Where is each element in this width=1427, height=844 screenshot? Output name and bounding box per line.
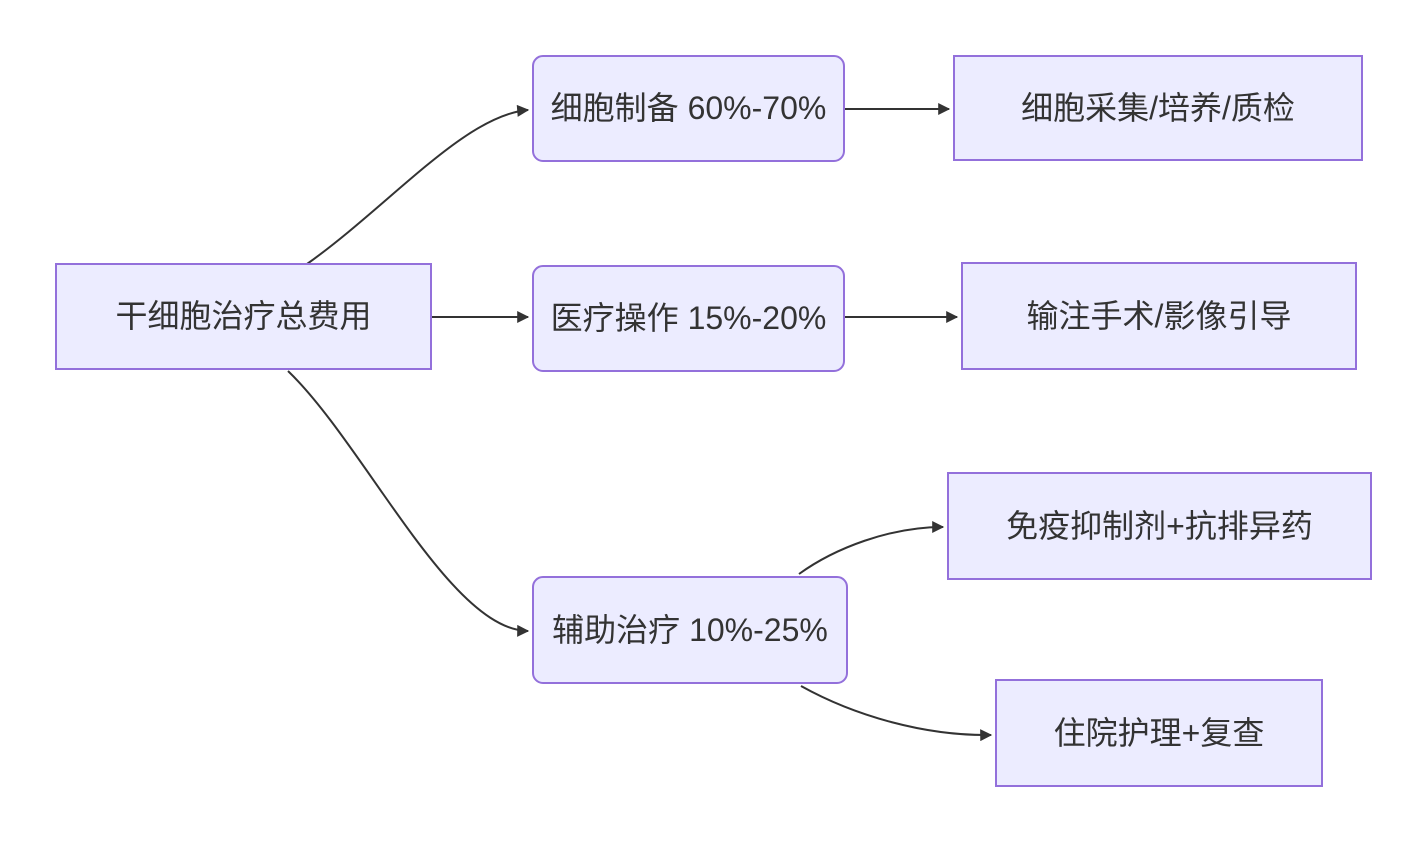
edge-root-to-cell-prep [306,104,530,265]
node-immunosuppressant-drugs: 免疫抑制剂+抗排异药 [947,472,1372,580]
edge-adjuvant-to-immuno [798,521,945,575]
node-adjuvant-therapy: 辅助治疗 10%-25% [532,576,848,684]
node-infusion-surgery-imaging: 输注手术/影像引导 [961,262,1357,370]
node-hospital-care-followup: 住院护理+复查 [995,679,1323,787]
node-cell-collection-culture-qc: 细胞采集/培养/质检 [953,55,1363,161]
node-medical-operation: 医疗操作 15%-20% [532,265,845,372]
node-total-cost: 干细胞治疗总费用 [55,263,432,370]
edge-adjuvant-to-hospital [800,685,993,742]
node-cell-preparation: 细胞制备 60%-70% [532,55,845,162]
edge-root-to-adjuvant [287,370,530,637]
